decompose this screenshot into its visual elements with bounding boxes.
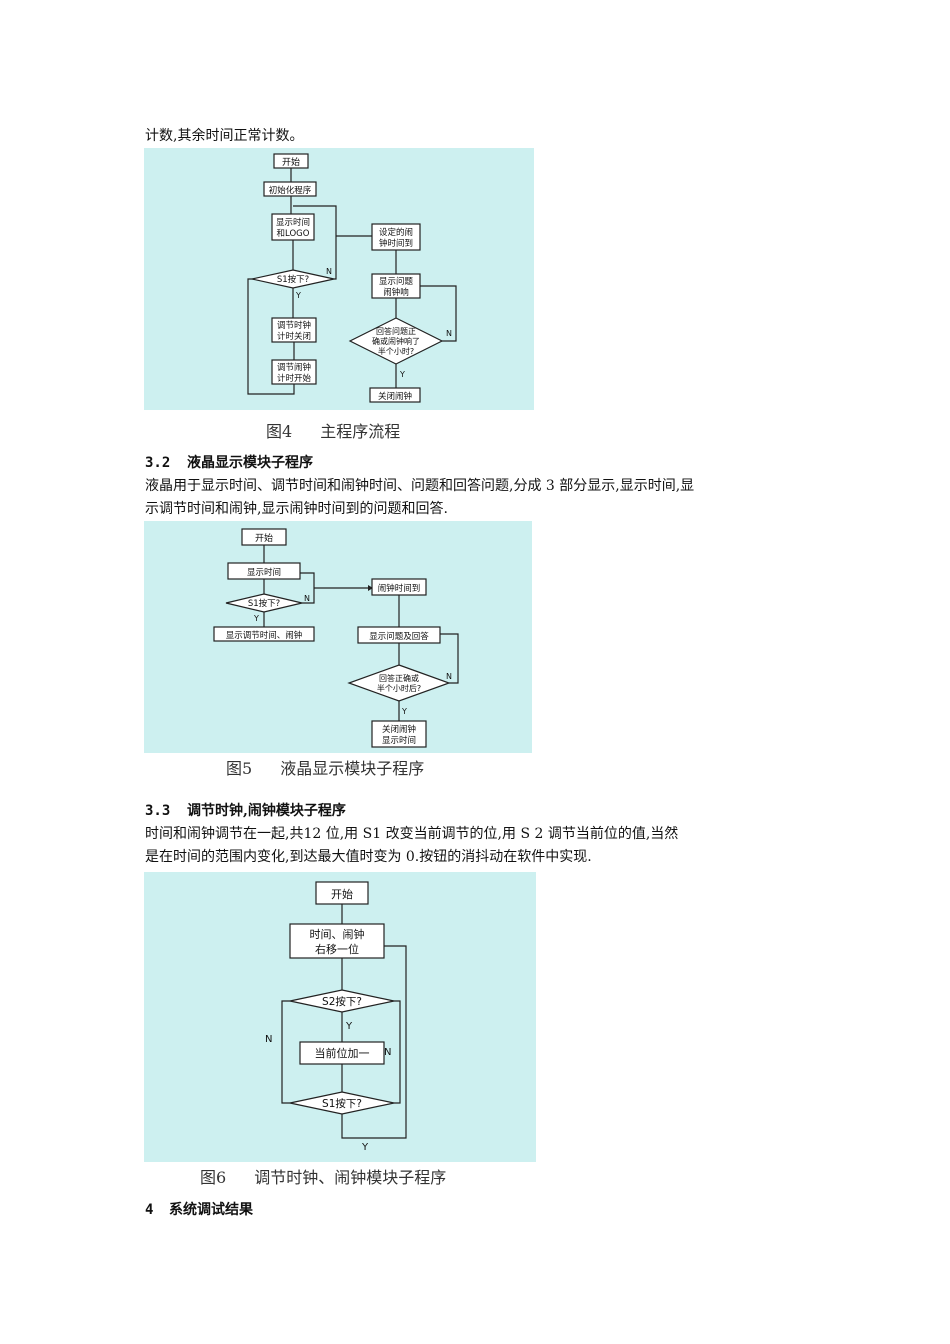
section-3-2-number: 3.2: [145, 455, 171, 471]
fig4-close-alarm-box: [369, 387, 421, 403]
fig4-init-label: 初始化程序: [269, 185, 312, 196]
fig4-show-question-label-1: 显示问题: [379, 277, 414, 287]
fig5-show-adjust-label: 显示调节时间、闹钟: [226, 630, 303, 641]
figure-6-title: 调节时钟、闹钟模块子程序: [254, 1168, 447, 1187]
fig4-n1-label: N: [326, 267, 332, 276]
fig4-alarm-due-label-1: 设定的闹: [379, 227, 413, 238]
figure-4-caption: 图4 主程序流程: [266, 418, 400, 442]
fig5-n2-label: N: [446, 672, 452, 681]
figure-5-flowchart: 开始 显示时间 S1按下? N Y 显示调节时间、闹钟 闹钟时间到 显示问题及回…: [144, 521, 532, 753]
fig5-start-label: 开始: [255, 532, 273, 544]
fig5-close-label-1: 关闭闹钟: [382, 724, 416, 735]
fig6-s1-label: S1按下?: [322, 1097, 362, 1110]
section-3-2-title: 液晶显示模块子程序: [187, 455, 313, 471]
figure-6-flowchart: 开始 时间、闹钟 右移一位 S2按下? Y N 当前位加一 S1按下? N Y: [144, 872, 536, 1162]
fig4-adjust-clock-label-1: 调节时钟: [277, 320, 311, 331]
section-3-2-para-line-2: 示调节时间和闹钟,显示闹钟时间到的问题和回答.: [145, 501, 448, 517]
fig4-answer-label-1: 回答问题正: [376, 326, 416, 336]
fig6-shift-box: [289, 923, 385, 959]
fig5-answer-label-2: 半个小时后?: [377, 683, 421, 693]
fig4-y2-label: Y: [399, 370, 405, 379]
figure-6-number: 图6: [200, 1168, 227, 1187]
fig4-start-label: 开始: [282, 156, 300, 168]
fig6-s2-label: S2按下?: [322, 995, 362, 1008]
fig6-increment-label: 当前位加一: [315, 1046, 370, 1060]
fig4-adjust-alarm-label-2: 计时开始: [277, 373, 312, 384]
fig6-shift-label-2: 右移一位: [315, 942, 359, 956]
section-3-3-para-line-2: 是在时间的范围内变化,到达最大值时变为 0.按钮的消抖动在软件中实现.: [145, 849, 592, 865]
fig5-close-label-2: 显示时间: [382, 735, 416, 746]
section-3-3-title: 调节时钟,闹钟模块子程序: [187, 803, 346, 819]
fig6-shift-label-1: 时间、闹钟: [310, 927, 365, 941]
fig6-y-bottom-label: Y: [361, 1142, 369, 1153]
figure-5-caption: 图5 液晶显示模块子程序: [226, 755, 424, 779]
fig5-y1-label: Y: [253, 614, 259, 623]
section-4-number: 4: [145, 1202, 154, 1218]
fig5-s1-label: S1按下?: [248, 598, 280, 609]
section-3-3-heading: 3.3 调节时钟,闹钟模块子程序: [145, 800, 346, 820]
fig4-display-time-box: [271, 213, 315, 241]
fig5-y2-label: Y: [401, 707, 407, 716]
fig4-show-question-box: [371, 273, 421, 299]
figure-6-caption: 图6 调节时钟、闹钟模块子程序: [200, 1164, 446, 1188]
fig4-answer-label-3: 半个小时?: [378, 346, 414, 356]
fig4-show-question-label-2: 闹钟响: [383, 287, 409, 298]
fig5-show-qa-label: 显示问题及回答: [369, 631, 429, 642]
intro-line: 计数,其余时间正常计数。: [145, 128, 304, 144]
section-4-title: 系统调试结果: [169, 1202, 253, 1218]
fig4-n2-label: N: [446, 329, 452, 338]
fig6-y-top-label: Y: [345, 1021, 353, 1032]
fig6-start-label: 开始: [331, 887, 353, 901]
fig5-n1-label: N: [304, 594, 310, 603]
section-3-3-para-line-1: 时间和闹钟调节在一起,共12 位,用 S1 改变当前调节的位,用 S 2 调节当…: [145, 826, 679, 842]
fig4-adjust-alarm-label-1: 调节闹钟: [277, 362, 311, 373]
fig4-y1-label: Y: [295, 291, 301, 300]
fig5-close-box: [371, 720, 427, 748]
fig4-display-time-label-1: 显示时间: [276, 217, 310, 228]
fig4-init-box: [263, 181, 317, 197]
figure-5-number: 图5: [226, 759, 253, 778]
figure-4-number: 图4: [266, 422, 293, 441]
fig6-n-right-label: N: [384, 1047, 391, 1058]
fig5-display-time-label: 显示时间: [247, 567, 281, 578]
fig4-alarm-due-box: [371, 223, 421, 251]
fig4-display-time-label-2: 和LOGO: [277, 229, 310, 239]
fig4-close-alarm-label: 关闭闹钟: [378, 391, 412, 402]
section-3-2-para-line-1: 液晶用于显示时间、调节时间和闹钟时间、问题和回答问题,分成 3 部分显示,显示时…: [145, 478, 695, 494]
figure-5-title: 液晶显示模块子程序: [280, 759, 425, 778]
fig5-answer-decision: [347, 664, 451, 702]
fig4-alarm-due-label-2: 钟时间到: [379, 238, 413, 249]
fig4-adjust-clock-label-2: 计时关闭: [277, 331, 311, 342]
section-3-3-number: 3.3: [145, 803, 171, 819]
figure-4-flowchart: 开始 初始化程序 显示时间 和LOGO S1按下? N Y 调节时钟 计时关闭 …: [144, 148, 534, 410]
section-3-2-heading: 3.2 液晶显示模块子程序: [145, 452, 313, 472]
fig5-show-adjust-box: [213, 626, 315, 642]
figure-4-title: 主程序流程: [320, 422, 401, 441]
fig4-adjust-alarm-box: [271, 359, 317, 385]
fig4-s1-label: S1按下?: [277, 274, 309, 285]
fig6-n-left-label: N: [265, 1034, 272, 1045]
fig5-answer-label-1: 回答正确或: [379, 673, 419, 683]
fig4-answer-label-2: 确或闹钟响了: [372, 336, 420, 346]
section-4-heading: 4 系统调试结果: [145, 1199, 253, 1219]
fig5-alarm-due-label: 闹钟时间到: [378, 583, 421, 594]
